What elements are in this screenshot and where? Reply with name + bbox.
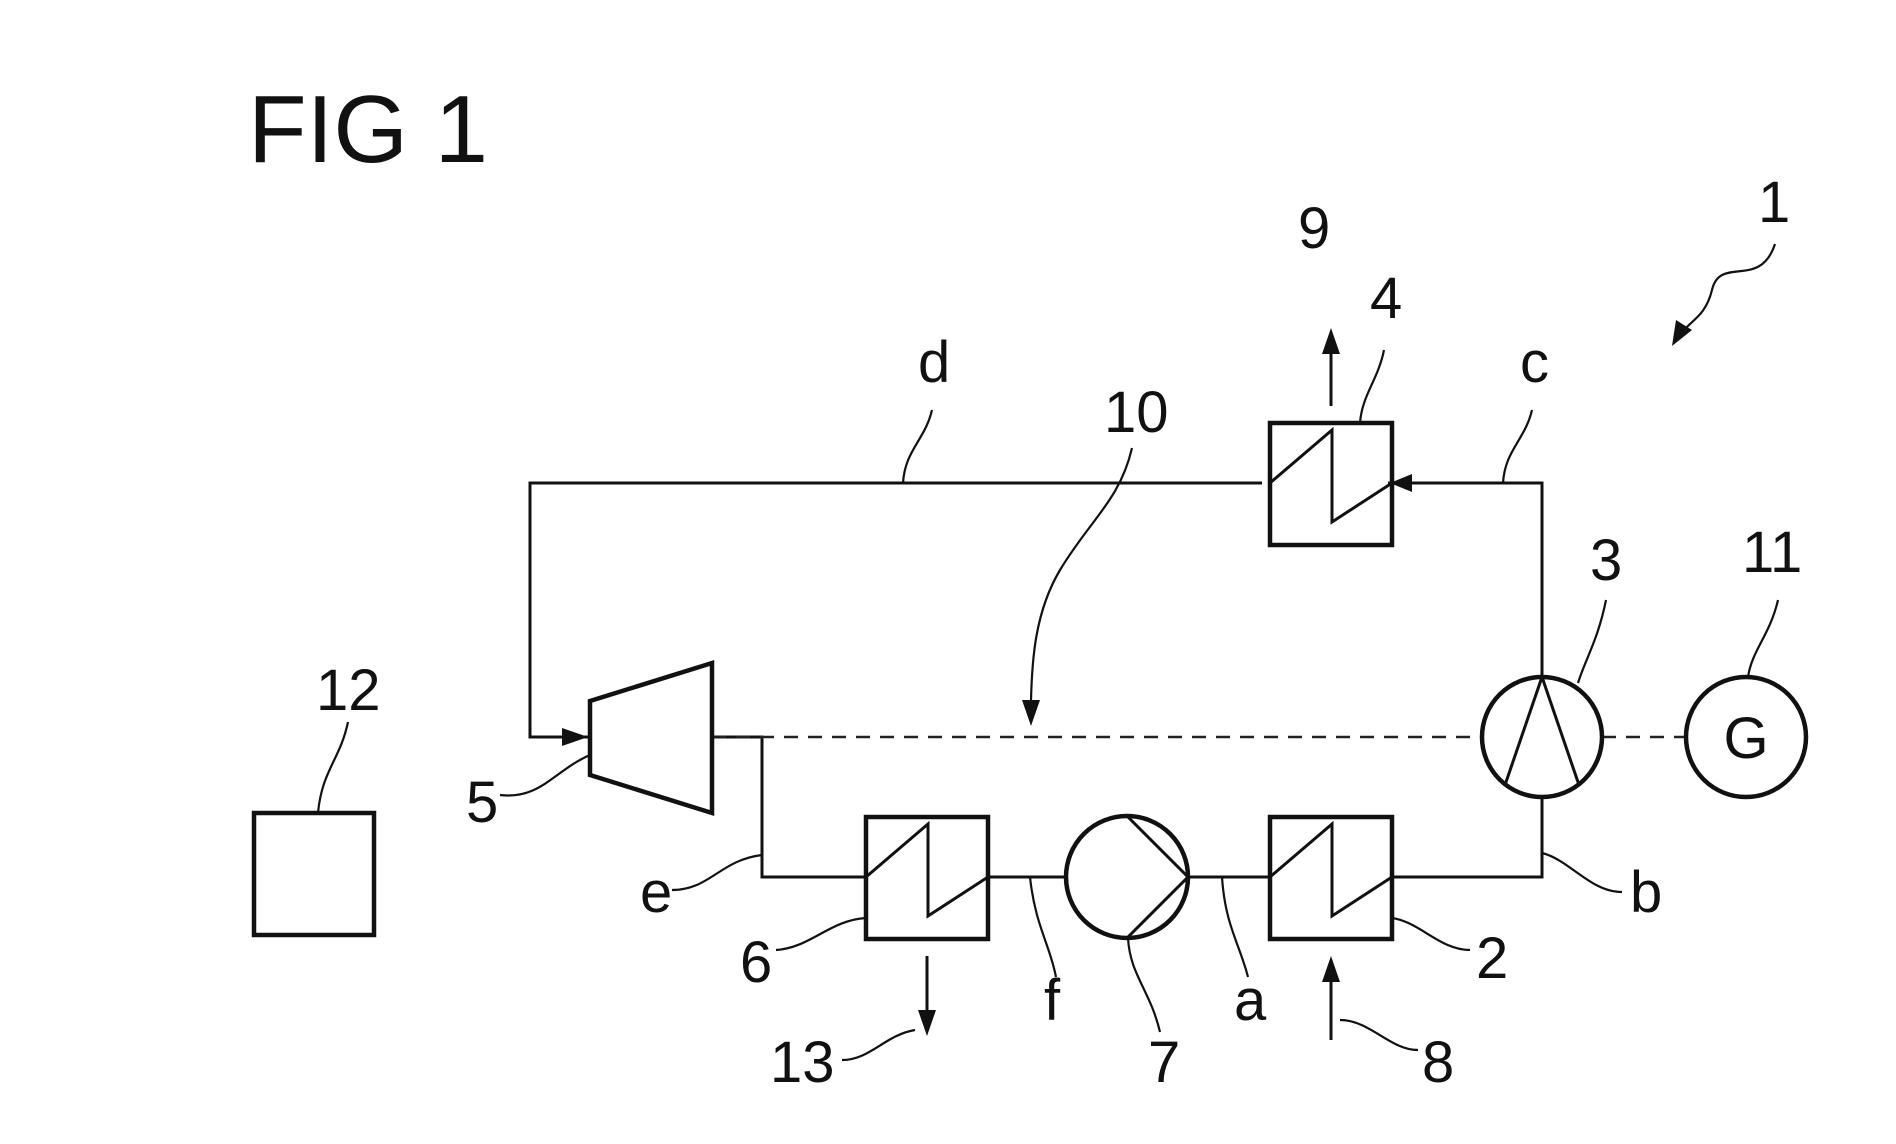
leader-a bbox=[1220, 876, 1250, 978]
label-8: 8 bbox=[1422, 1030, 1454, 1095]
turbine-icon bbox=[587, 659, 715, 817]
leader-3 bbox=[1576, 599, 1608, 684]
leader-10-arrowhead bbox=[1022, 700, 1040, 726]
label-5: 5 bbox=[466, 770, 498, 835]
flow-arrowhead-9 bbox=[1322, 328, 1340, 354]
hx2-zigzag bbox=[1269, 820, 1393, 919]
label-9: 9 bbox=[1298, 196, 1330, 261]
leader-11 bbox=[1746, 599, 1780, 678]
label-a: a bbox=[1234, 968, 1267, 1033]
figure-title: FIG 1 bbox=[248, 76, 488, 183]
leader-7 bbox=[1126, 937, 1162, 1033]
label-c: c bbox=[1520, 330, 1549, 395]
label-3: 3 bbox=[1590, 528, 1622, 593]
leader-f bbox=[1028, 876, 1058, 978]
label-11: 11 bbox=[1742, 520, 1802, 585]
leader-4 bbox=[1358, 349, 1386, 424]
leader-10 bbox=[1029, 447, 1134, 701]
leader-2 bbox=[1391, 916, 1471, 952]
pump-chevron bbox=[1125, 814, 1191, 940]
leader-6 bbox=[775, 916, 867, 952]
pipe-d bbox=[528, 481, 1262, 739]
controller-box-12 bbox=[251, 810, 377, 938]
label-7: 7 bbox=[1148, 1030, 1180, 1095]
leader-1 bbox=[1679, 243, 1777, 336]
hx4-inlet-arrow bbox=[1390, 474, 1412, 492]
hx4-zigzag bbox=[1269, 426, 1393, 525]
compressor-blade-right bbox=[1540, 676, 1581, 786]
label-1: 1 bbox=[1758, 170, 1790, 235]
label-e: e bbox=[640, 860, 672, 925]
label-d: d bbox=[918, 330, 950, 395]
flow-arrowhead-13 bbox=[918, 1010, 936, 1036]
compressor-3 bbox=[1479, 674, 1605, 800]
label-10: 10 bbox=[1104, 380, 1169, 445]
leader-5 bbox=[499, 753, 591, 797]
pipe-e bbox=[712, 735, 866, 879]
pipe-c bbox=[1388, 481, 1544, 677]
turbine-inlet-arrow bbox=[562, 728, 588, 746]
leader-c bbox=[1501, 409, 1534, 484]
label-12: 12 bbox=[316, 658, 381, 723]
leader-e bbox=[671, 853, 763, 892]
hx6-zigzag bbox=[865, 820, 989, 919]
leader-d bbox=[901, 409, 934, 484]
label-2: 2 bbox=[1476, 926, 1508, 991]
pipe-b bbox=[1392, 797, 1544, 879]
label-13: 13 bbox=[770, 1030, 835, 1095]
leader-b bbox=[1541, 851, 1623, 894]
compressor-icon bbox=[1479, 674, 1605, 800]
label-f: f bbox=[1044, 968, 1061, 1033]
heat-exchanger-4 bbox=[1267, 420, 1395, 548]
leader-1-arrowhead bbox=[1672, 320, 1692, 346]
flow-arrowhead-8 bbox=[1322, 956, 1340, 982]
heat-exchanger-6 bbox=[863, 814, 991, 942]
compressor-blade-left bbox=[1503, 676, 1544, 786]
generator-icon bbox=[1683, 674, 1809, 800]
generator-symbol: G bbox=[1723, 706, 1768, 771]
generator-11: G bbox=[1683, 674, 1809, 800]
leader-12 bbox=[316, 721, 350, 814]
label-6: 6 bbox=[740, 930, 772, 995]
label-4: 4 bbox=[1370, 266, 1402, 331]
heat-exchanger-2 bbox=[1267, 814, 1395, 942]
leader-8 bbox=[1339, 1018, 1419, 1052]
pump-icon bbox=[1063, 813, 1191, 941]
pump-7 bbox=[1063, 813, 1191, 941]
label-b: b bbox=[1630, 860, 1662, 925]
leader-13 bbox=[841, 1028, 916, 1062]
